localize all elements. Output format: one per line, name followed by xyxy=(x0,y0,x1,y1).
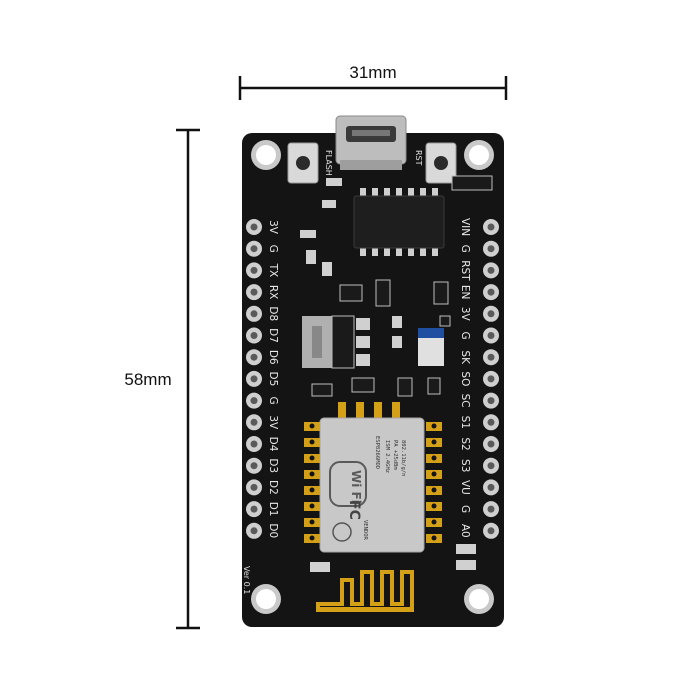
smd-components xyxy=(300,175,493,572)
left-header-pin xyxy=(246,436,262,452)
left-header-pin-label: 3V xyxy=(267,415,279,430)
width-dimension: 31mm xyxy=(238,63,508,100)
right-header-pin xyxy=(483,457,499,474)
left-header-pin xyxy=(246,414,262,431)
right-header-pin-label: A0 xyxy=(459,524,471,538)
module-standard: 802.11b/g/n xyxy=(400,440,406,476)
left-header-pin xyxy=(246,522,262,539)
capacitor xyxy=(418,315,451,366)
module-ism: ISM 2.4GHz xyxy=(384,440,390,473)
left-header-pin-label: G xyxy=(267,397,279,405)
right-header-pin-label: G xyxy=(459,331,471,339)
left-header-pin xyxy=(246,305,262,322)
left-header-pin-label: D3 xyxy=(267,458,279,473)
right-header-pin-label: SO xyxy=(459,371,471,386)
flash-label: FLASH xyxy=(324,150,333,176)
left-header-pin xyxy=(246,219,262,235)
left-header-pin-label: D2 xyxy=(267,480,279,495)
right-header-pin xyxy=(483,414,499,431)
fc-mark: FC xyxy=(346,500,362,520)
esp8266-module: Wi Fi ESP8266MOD ISM 2.4GHz PA +25dBm 80… xyxy=(319,417,425,553)
right-header-pin xyxy=(483,370,499,387)
left-header-pin-label: RX xyxy=(267,285,279,300)
left-header-pin-label: D0 xyxy=(267,523,279,538)
left-header-pin-label: D7 xyxy=(267,328,279,343)
width-label: 31mm xyxy=(349,63,396,82)
mounting-hole xyxy=(251,140,494,614)
wifi-text: Wi Fi xyxy=(349,470,363,504)
left-header-pin xyxy=(246,457,262,474)
left-header-pin-label: D5 xyxy=(267,372,279,387)
usb-connector xyxy=(335,115,407,170)
left-header-pin xyxy=(246,370,262,387)
left-header-pin xyxy=(246,349,262,366)
left-header-pin-label: D6 xyxy=(267,350,279,365)
left-header-pin xyxy=(246,262,262,279)
reset-button[interactable] xyxy=(425,142,457,184)
right-header-pin-label: VIN xyxy=(459,218,471,236)
nodemcu-board: FLASH RST xyxy=(242,115,504,627)
right-header-pin xyxy=(483,436,499,452)
right-header-pin xyxy=(483,501,499,518)
right-header-pin xyxy=(483,262,499,279)
right-header-pin xyxy=(483,522,499,539)
right-header-pin-label: RST xyxy=(459,260,471,281)
module-pads xyxy=(304,402,442,543)
left-header-pin-label: TX xyxy=(267,263,279,278)
left-header-pin-label: G xyxy=(267,245,279,253)
module-model: ESP8266MOD xyxy=(374,436,380,469)
right-header-pin xyxy=(483,479,499,496)
right-header-pin-label: EN xyxy=(459,285,471,300)
left-header-pin xyxy=(246,240,262,257)
right-header-pin-label: SC xyxy=(459,394,471,408)
flash-button[interactable] xyxy=(287,142,319,184)
usb-serial-chip xyxy=(353,188,445,256)
right-header-pin xyxy=(483,219,499,235)
rst-label: RST xyxy=(414,150,423,166)
version-label: Ver 0.1 xyxy=(242,566,251,594)
right-header-pin xyxy=(483,349,499,366)
pcb-antenna xyxy=(316,570,414,612)
left-header-pin-label: D1 xyxy=(267,502,279,517)
right-header-pin-label: G xyxy=(459,505,471,513)
right-header-pin-label: 3V xyxy=(459,307,471,322)
right-header-pin xyxy=(483,284,499,301)
module-vendor: VENDOR xyxy=(362,520,368,541)
right-header-pin-label: S3 xyxy=(459,459,471,472)
wifi-logo: Wi Fi xyxy=(329,461,367,507)
right-header-pin-label: G xyxy=(459,245,471,253)
left-header-pin xyxy=(246,392,262,409)
height-label: 58mm xyxy=(124,370,171,389)
certification-icon xyxy=(332,522,352,542)
right-header-pin-label: S2 xyxy=(459,437,471,450)
right-header-pin-label: VU xyxy=(459,480,471,495)
antenna-ground xyxy=(318,607,414,612)
right-header-pin xyxy=(483,327,499,344)
left-header-pin xyxy=(246,327,262,344)
right-header-pin-label: S1 xyxy=(459,416,471,429)
right-header-pin xyxy=(483,240,499,257)
left-header-pin xyxy=(246,284,262,301)
left-header-pin-label: 3V xyxy=(267,220,279,235)
left-header-pin-label: D4 xyxy=(267,437,279,452)
right-header-pin-label: SK xyxy=(459,350,471,365)
right-header-pin xyxy=(483,392,499,409)
voltage-regulator xyxy=(302,315,355,369)
left-header-pin xyxy=(246,501,262,518)
left-header-pin-label: D8 xyxy=(267,306,279,321)
right-header-pin xyxy=(483,305,499,322)
module-pa: PA +25dBm xyxy=(392,440,398,470)
height-dimension: 58mm xyxy=(124,128,200,630)
left-header-pin xyxy=(246,479,262,496)
